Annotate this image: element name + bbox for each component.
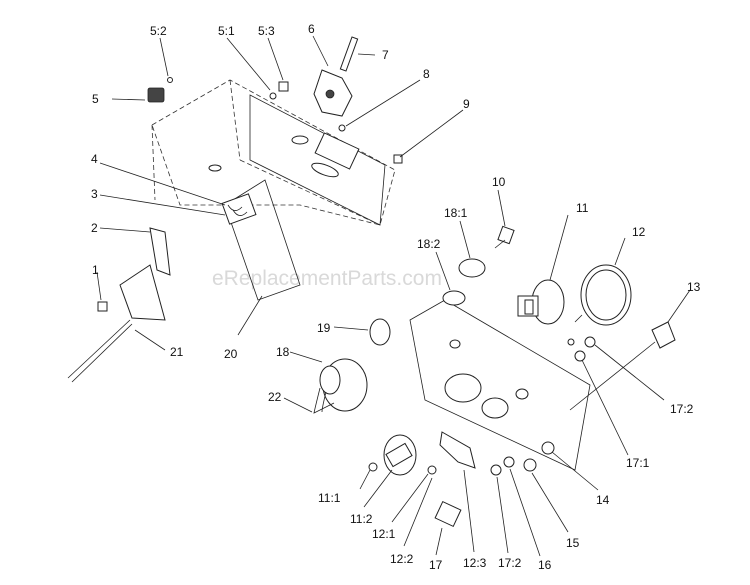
part-17-block [434,500,462,528]
label-14: 14 [596,493,610,507]
watermark-text: eReplacementParts.com [212,267,442,290]
part-11-1-nut [368,462,378,472]
part-12-1-washer [427,465,437,475]
part-18-1-ring [458,258,486,278]
label-12-2: 12:2 [390,552,414,566]
label-11: 11 [576,201,589,215]
part-14-washer [541,441,555,455]
part-9-nut [393,154,403,164]
part-12-3-bracket [439,431,476,469]
label-17-2-upper: 17:2 [670,402,694,416]
part-11-2-bezel [383,434,417,476]
label-5: 5 [92,92,99,106]
label-11-2: 11:2 [350,512,373,526]
part-8-washer [338,124,346,132]
label-4: 4 [91,152,98,166]
label-6: 6 [308,22,315,36]
part-12-gauge [574,264,632,326]
label-19: 19 [317,321,331,335]
label-9: 9 [463,97,470,111]
part-11-hour-meter [517,279,565,325]
label-7: 7 [382,48,389,62]
label-18-2: 18:2 [417,237,441,251]
label-5-1: 5:1 [218,24,235,38]
label-1: 1 [92,263,99,277]
label-16: 16 [538,558,552,572]
label-12-3: 12:3 [463,556,487,570]
part-17-2-nut-upper [584,336,596,348]
part-17-2-nut-lower [490,464,502,476]
label-11-1: 11:1 [318,491,341,505]
panel-hole-right [481,397,509,419]
part-22-wires [313,387,335,414]
label-8: 8 [423,67,430,81]
part-1-nut [97,301,108,312]
part-5-1-washer [269,92,277,100]
front-panel [409,299,591,471]
part-7-bolt [339,36,359,72]
part-17-1-washer [574,350,586,362]
part-15-nut [523,458,537,472]
label-13: 13 [687,280,701,294]
label-12: 12 [632,225,646,239]
label-18-1: 18:1 [444,206,468,220]
panel-hole-large [444,373,482,403]
label-5-3: 5:3 [258,24,275,38]
label-22: 22 [268,390,282,404]
part-16-washer [503,456,515,468]
part-5-3-nut [278,81,289,92]
label-21: 21 [170,345,184,359]
leader-lines [96,35,691,557]
part-13-choke-cable [569,321,676,411]
part-2-clip [149,227,171,276]
part-5-knob [147,87,165,103]
label-12-1: 12:1 [372,527,396,541]
label-15: 15 [566,536,580,550]
label-17-2-lower: 17:2 [498,556,522,570]
label-17: 17 [429,558,443,572]
part-18-2-ring [442,290,466,306]
part-10-connector [497,225,515,245]
part-labels: 5:2 5:1 5:3 6 7 5 8 9 4 3 2 1 21 20 10 1… [91,22,701,572]
label-18: 18 [276,345,290,359]
part-21-bracket-rod [67,264,166,383]
control-box [151,79,396,226]
part-20-cover-plate [224,179,301,301]
label-2: 2 [91,221,98,235]
part-3-4-switch [221,193,257,225]
label-20: 20 [224,347,238,361]
part-5-2-washer [167,77,173,83]
part-18-light [319,358,368,412]
part-19-ring [369,318,391,346]
label-5-2: 5:2 [150,24,167,38]
label-17-1: 17:1 [626,456,650,470]
label-3: 3 [91,187,98,201]
label-10: 10 [492,175,506,189]
